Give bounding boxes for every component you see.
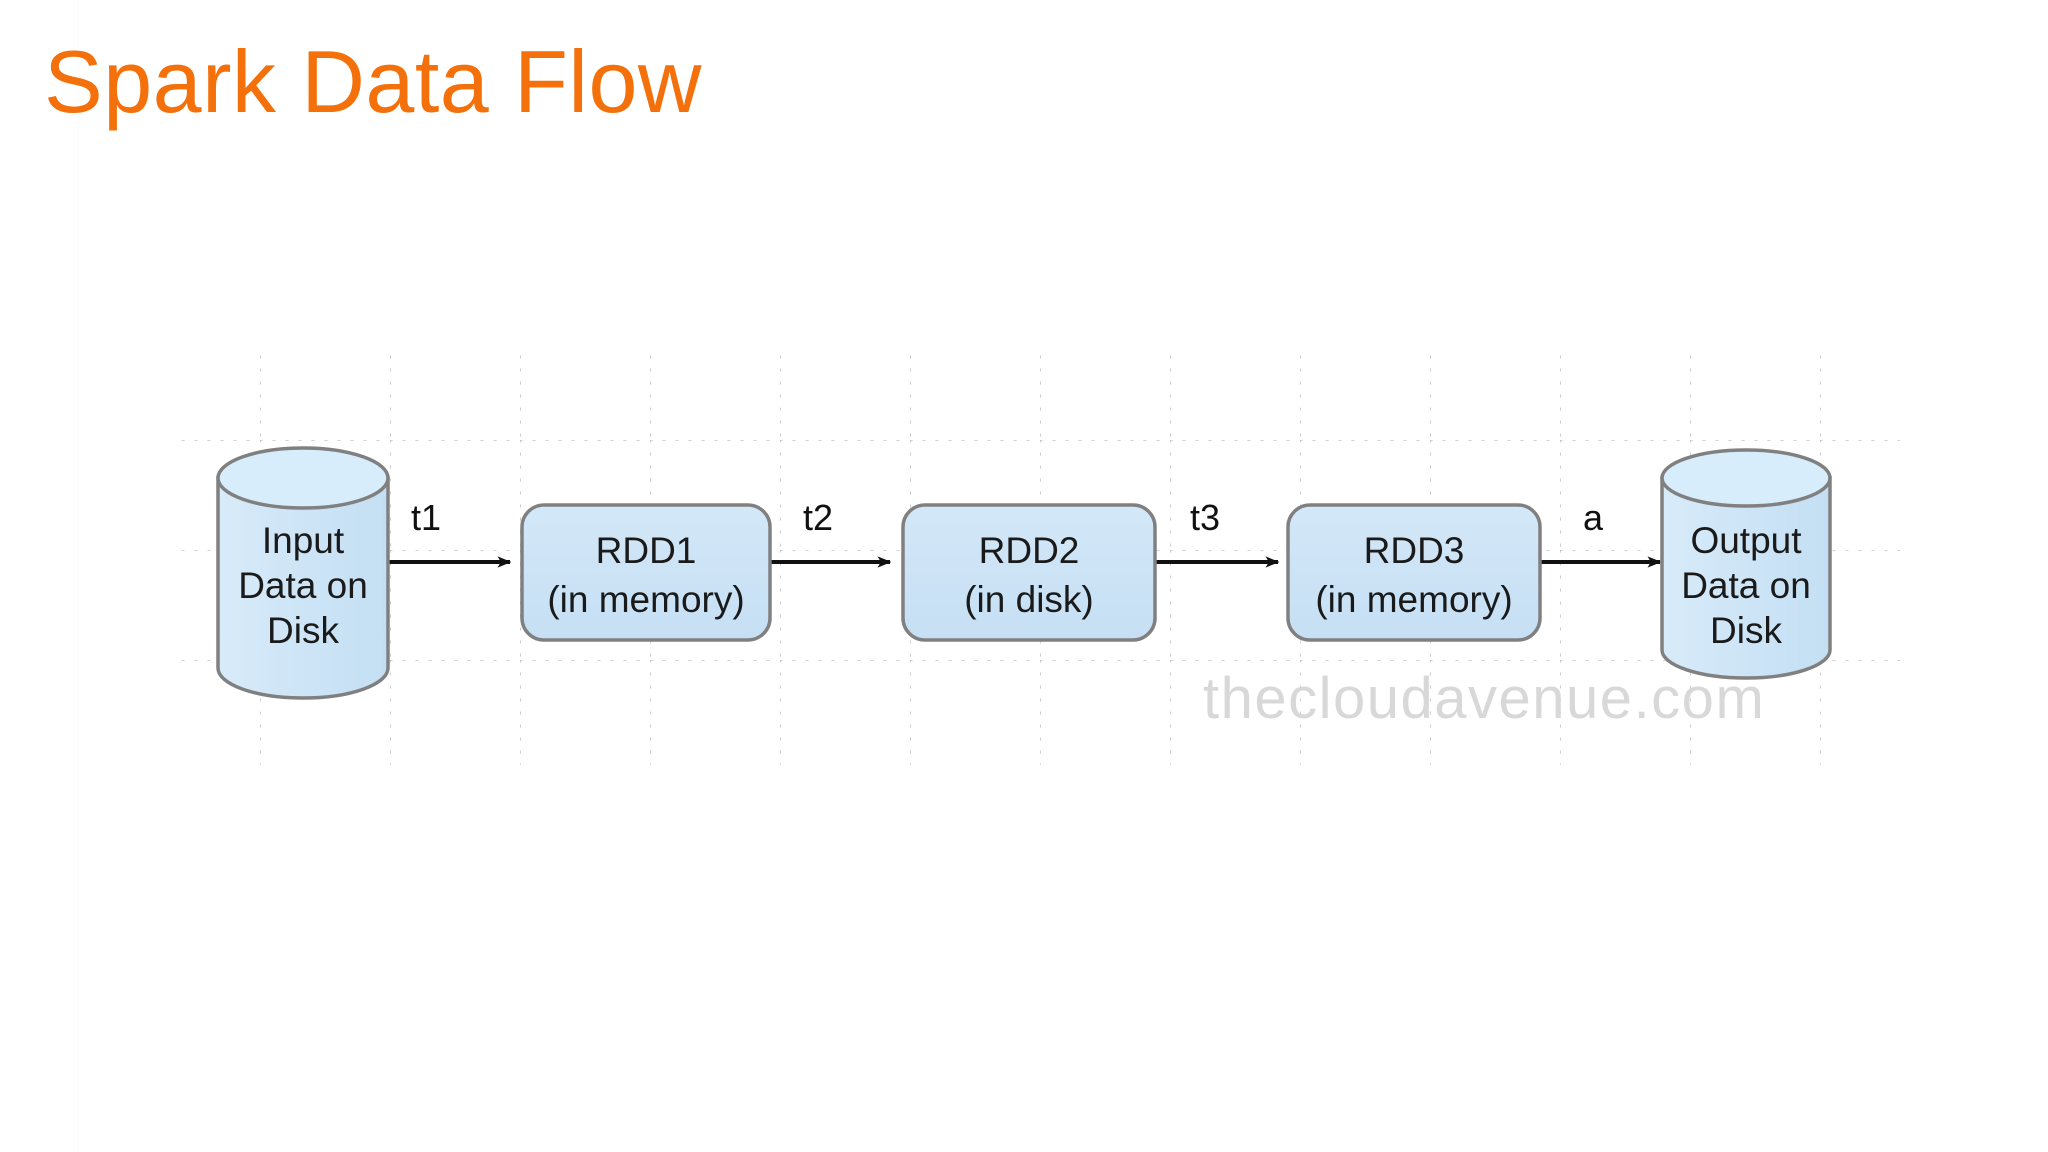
slide-left-edge	[0, 0, 79, 1152]
node-rdd3[interactable]: RDD3 (in memory)	[1286, 503, 1542, 642]
node-rdd1-line2: (in memory)	[547, 579, 744, 620]
node-rdd2[interactable]: RDD2 (in disk)	[901, 503, 1157, 642]
node-input-store-line2: Data on	[238, 565, 368, 606]
node-output-store[interactable]: Output Data on Disk	[1660, 448, 1832, 680]
edge-t2: t2	[770, 497, 892, 568]
node-rdd2-line2: (in disk)	[964, 579, 1094, 620]
node-output-store-line2: Data on	[1681, 565, 1811, 606]
edge-label-t3: t3	[1190, 497, 1220, 538]
node-rdd3-line1: RDD3	[1364, 530, 1465, 571]
page-title: Spark Data Flow	[44, 32, 702, 131]
node-rdd2-line1: RDD2	[979, 530, 1080, 571]
node-output-store-line1: Output	[1690, 520, 1802, 561]
watermark: thecloudavenue.com	[1203, 666, 1765, 731]
node-rdd1-line1: RDD1	[596, 530, 697, 571]
edge-label-a: a	[1583, 497, 1604, 538]
edge-label-t1: t1	[411, 497, 441, 538]
edge-t3: t3	[1155, 497, 1280, 568]
node-output-store-line3: Disk	[1710, 610, 1782, 651]
edge-a: a	[1540, 497, 1662, 568]
node-input-store-line3: Disk	[267, 610, 339, 651]
node-rdd3-line2: (in memory)	[1315, 579, 1512, 620]
edge-t1: t1	[388, 497, 512, 568]
node-input-store[interactable]: Input Data on Disk	[216, 446, 390, 700]
node-rdd1[interactable]: RDD1 (in memory)	[520, 503, 772, 642]
node-input-store-line1: Input	[262, 520, 345, 561]
edge-label-t2: t2	[803, 497, 833, 538]
